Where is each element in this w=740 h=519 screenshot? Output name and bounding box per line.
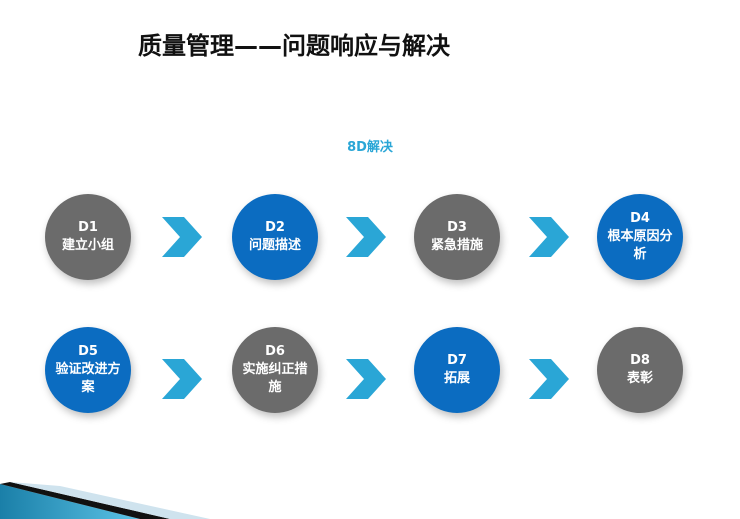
step-code: D8 [630,353,650,368]
chevron-right-icon [529,359,569,399]
corner-decoration [0,482,210,519]
chevron-right-icon [346,217,386,257]
step-label: 建立小组 [61,238,114,253]
chevron-right-icon [529,217,569,257]
step-label: 问题描述 [248,238,301,253]
step-d3: D3 紧急措施 [414,194,500,280]
step-label: 根本原因分析 [607,229,673,262]
step-code: D1 [78,220,98,235]
step-code: D6 [265,344,285,359]
chevron-right-icon [346,359,386,399]
step-label: 拓展 [443,371,470,386]
chevron-right-icon [162,217,202,257]
step-d7: D7 拓展 [414,327,500,413]
step-label: 实施纠正措施 [242,362,308,395]
step-code: D7 [447,353,467,368]
step-d1: D1 建立小组 [45,194,131,280]
step-label: 验证改进方案 [55,362,121,395]
step-code: D5 [78,344,98,359]
step-d4: D4 根本原因分析 [597,194,683,280]
step-code: D4 [630,211,650,226]
step-code: D2 [265,220,285,235]
page-title: 质量管理——问题响应与解决 [138,32,450,60]
chevron-right-icon [162,359,202,399]
step-d6: D6 实施纠正措施 [232,327,318,413]
section-subtitle: 8D解决 [347,140,393,155]
step-d5: D5 验证改进方案 [45,327,131,413]
step-d2: D2 问题描述 [232,194,318,280]
step-d8: D8 表彰 [597,327,683,413]
step-label: 紧急措施 [430,238,483,253]
step-code: D3 [447,220,467,235]
step-label: 表彰 [626,371,653,386]
